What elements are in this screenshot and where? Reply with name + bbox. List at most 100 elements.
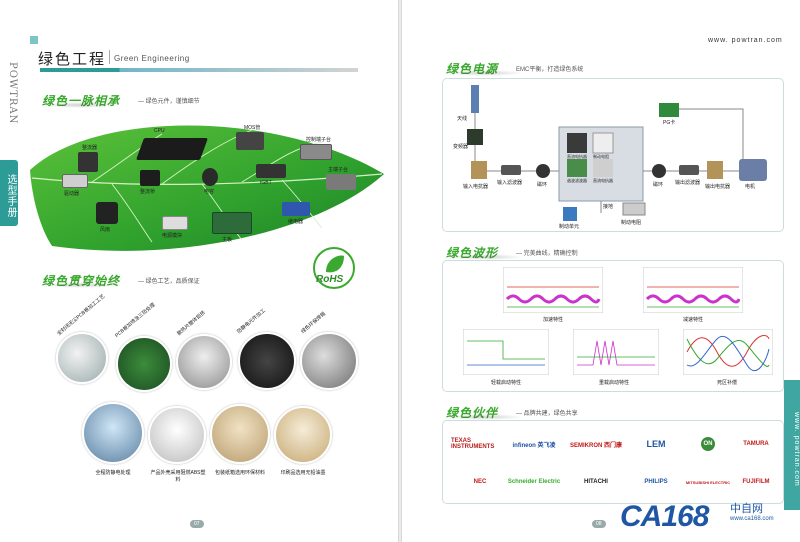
logo-mitsubishi: MITSUBISHI ELECTRIC [685, 479, 731, 485]
label-relay: 继电器 [288, 219, 304, 225]
rohs-leaf-icon [313, 247, 355, 289]
title-square-icon [30, 36, 38, 44]
diag-box-b-label: 制动电阻 [593, 154, 609, 159]
logo-on-text: ON [701, 437, 715, 451]
logo-fujifilm: FUJIFILM [742, 479, 770, 485]
chart-caption-decel: 减速特性 [683, 317, 704, 323]
website-url: www. powtran.com [708, 37, 783, 44]
label-mos: MOS管 [244, 125, 261, 131]
power-module-part [162, 216, 188, 230]
left-side-strip: POWTRAN 选型手册 [0, 0, 20, 542]
chart-caption-heavy-load: 重载启动特性 [599, 380, 630, 386]
rohs-text: RoHS [316, 274, 344, 285]
photo-label-7: 产品外壳采用阻燃ABS塑料 [150, 470, 206, 483]
diag-box-a-label: 直流电抗器 [567, 154, 587, 159]
logo-on: ON [679, 435, 737, 453]
page-title-en: Green Engineering [114, 54, 190, 63]
section-title: 绿色波形 [446, 246, 499, 260]
diag-box-d-label: 直流电抗器 [593, 178, 613, 183]
cpu-part [135, 138, 209, 160]
rectifier-bridge-part [140, 170, 160, 186]
waveform-heavy-load [573, 329, 659, 375]
logo-schneider: Schneider Electric [507, 479, 561, 485]
diag-module-label: 变频器 [453, 144, 469, 150]
label-mainboard: 主板 [222, 237, 233, 243]
diag-ground-label: 接地 [603, 204, 614, 210]
diag-pg-label: PG卡 [663, 120, 676, 126]
section-title: 绿色电源 [446, 62, 499, 76]
logo-ti: TEXAS INSTRUMENTS [451, 438, 495, 450]
logo-hitachi: HITACHI [584, 479, 608, 485]
diag-brake-res-label: 制动电阻 [621, 220, 642, 226]
diag-in-reactor-label: 输入电抗器 [463, 184, 489, 190]
driver-part [62, 174, 88, 188]
photo-packaging [210, 404, 270, 464]
logo-tamura: TAMURA [743, 441, 769, 447]
photo-printing [274, 406, 332, 464]
chart-caption-light-load: 轻载启动特性 [491, 380, 522, 386]
page-number: 07 [190, 520, 204, 528]
spine [398, 0, 402, 542]
diag-ring1-label: 磁环 [537, 182, 548, 188]
section-title: 绿色一脉相承 [42, 94, 121, 108]
label-control-terminal: 控制端子台 [306, 137, 332, 143]
section-heading-power: 绿色电源 EMC平衡，打造绿色系统 [444, 60, 583, 77]
photo-label-8: 包装纸箱选用环保材料 [214, 470, 265, 476]
control-terminal-part [300, 144, 332, 160]
logo-philips: PHILIPS [644, 479, 668, 485]
section-title: 绿色贯穿始终 [42, 274, 121, 288]
diag-antenna-label: 天线 [457, 116, 468, 122]
side-tab: 选型手册 [0, 160, 18, 226]
photo-antistatic-part [238, 332, 296, 390]
watermark-cn: 中自网 [730, 503, 763, 515]
logo-lem: LEM [646, 439, 666, 449]
power-diagram-panel: 天线 变频器 PG卡 电机 输入电抗器 输入滤波器 磁环 磁环 输出滤波器 输出… [442, 78, 784, 232]
right-page: www. powtran.com www. powtran.com 绿色电源 E… [402, 0, 800, 542]
leaf-components-graphic: 整流器 CPU MOS管 控制端子台 主端子台 驱动器 整流桥 电容 IGBT … [22, 118, 392, 258]
label-cpu: CPU [154, 128, 165, 134]
waveform-accel [503, 267, 603, 313]
power-diagram [467, 85, 767, 221]
logo-semikron: SEMIKRON 西门康 [569, 442, 622, 449]
photo-abs-shell [148, 406, 206, 464]
page-title: 绿色工程 [38, 51, 107, 68]
mainboard-part [212, 212, 252, 234]
label-main-terminal: 主端子台 [328, 167, 349, 173]
photo-label-2: PCB板加喷涂三防处理 [114, 302, 157, 339]
partners-panel: TEXAS INSTRUMENTS infineon 英飞凌 SEMIKRON … [442, 420, 784, 504]
watermark-url: www.ca168.com [730, 516, 774, 522]
watermark-brand: CA168 [620, 500, 709, 533]
waveform-decel [643, 267, 743, 313]
photo-label-5: 绿色环保焊锡 [300, 311, 327, 335]
photo-label-1: 全封闭无尘PCB板加工工艺 [56, 293, 107, 337]
title-underline [40, 68, 358, 72]
chart-caption-deadzone: 死区补偿 [717, 380, 738, 386]
photo-label-3: 散热片整体铝挤 [176, 309, 207, 337]
photo-label-6: 全程防静电处理 [95, 470, 131, 476]
section-heading-process: 绿色贯穿始终 — 绿色工艺，品质保证 [40, 272, 200, 289]
fan-part [96, 202, 118, 224]
right-side-strip: www. powtran.com [782, 0, 800, 542]
section-desc: — 绿色工艺，品质保证 [138, 279, 200, 285]
label-rectifier-bridge: 整流桥 [140, 189, 156, 195]
waveform-light-load [463, 329, 549, 375]
main-terminal-part [326, 174, 356, 190]
photo-pcb-coating [116, 336, 172, 392]
relay-part [282, 202, 310, 216]
igbt-part [256, 164, 286, 178]
rohs-badge: RoHS [312, 246, 356, 290]
diag-in-filter-label: 输入滤波器 [497, 180, 523, 186]
section-desc: — 完美曲线，精确控制 [516, 251, 578, 257]
rectifier-part [78, 152, 98, 172]
chart-caption-accel: 加速特性 [543, 317, 564, 323]
capacitor-part [202, 168, 218, 186]
label-power-module: 电源模块 [162, 233, 183, 239]
label-rectifier: 整流器 [82, 145, 98, 151]
page-number: 08 [592, 520, 606, 528]
waveform-panel: 加速特性 减速特性 轻载启动特性 重载启动特性 [442, 260, 784, 392]
photo-antistatic-workshop [82, 402, 144, 464]
photo-solder [300, 332, 358, 390]
photo-label-9: 印刷品选用无铅油墨 [280, 470, 326, 476]
diag-ring2-label: 磁环 [653, 182, 664, 188]
